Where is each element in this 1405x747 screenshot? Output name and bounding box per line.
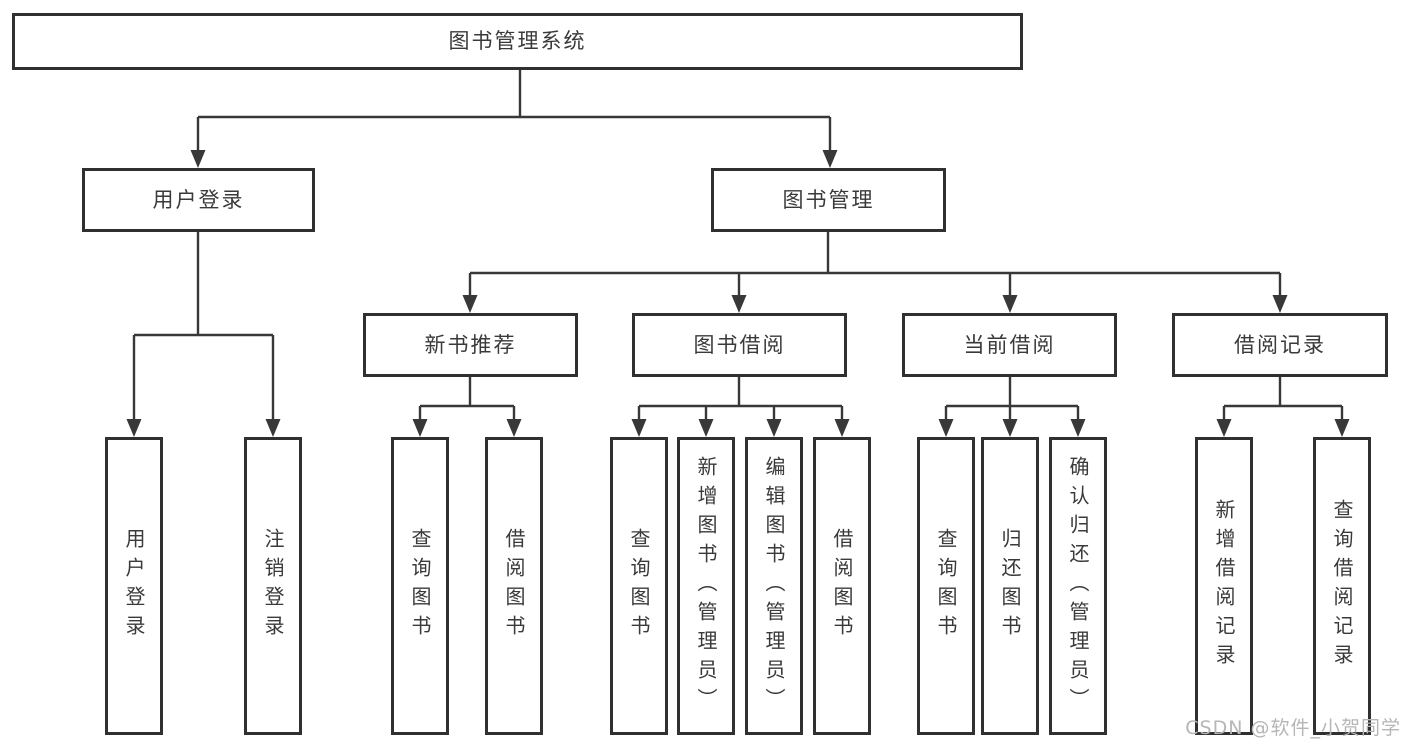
node-borrow-records-label: 借阅记录 (1234, 332, 1326, 357)
leaf-label: 归还图书 (998, 528, 1022, 644)
arrow-down-icon (938, 419, 954, 437)
leaf-label: 新增借阅记录 (1212, 499, 1236, 673)
leaf-label: 用户登录 (122, 528, 146, 644)
arrow-down-icon (1002, 295, 1018, 313)
leaf-label: 借阅图书 (830, 528, 854, 644)
leaf-label: 查询借阅记录 (1330, 499, 1354, 673)
leaf-label: 查询图书 (934, 528, 958, 644)
leaf-add-books-admin: 新增图书（管理员） (677, 437, 735, 735)
leaf-query-books-borrow: 查询图书 (610, 437, 668, 735)
arrow-down-icon (126, 419, 142, 437)
arrow-down-icon (1216, 419, 1232, 437)
leaf-confirm-return-admin: 确认归还（管理员） (1049, 437, 1107, 735)
leaf-borrow-books: 借阅图书 (813, 437, 871, 735)
leaf-logout: 注销登录 (244, 437, 302, 735)
leaf-label: 确认归还（管理员） (1066, 455, 1090, 717)
node-current-borrow: 当前借阅 (902, 313, 1117, 377)
arrow-down-icon (698, 419, 714, 437)
leaf-query-borrow-record: 查询借阅记录 (1313, 437, 1371, 735)
arrow-down-icon (265, 419, 281, 437)
arrow-down-icon (412, 419, 428, 437)
arrow-down-icon (731, 295, 747, 313)
node-new-book-recommend: 新书推荐 (363, 313, 578, 377)
arrow-down-icon (190, 150, 206, 168)
connector-new-book-junction (418, 377, 516, 421)
arrow-down-icon (1334, 419, 1350, 437)
node-book-borrow: 图书借阅 (632, 313, 847, 377)
arrow-down-icon (834, 419, 850, 437)
watermark: CSDN @软件_小贺同学 (1185, 717, 1401, 739)
leaf-label: 注销登录 (261, 528, 285, 644)
leaf-query-books-newbook: 查询图书 (391, 437, 449, 735)
node-current-borrow-label: 当前借阅 (963, 332, 1056, 357)
leaf-label: 编辑图书（管理员） (762, 455, 786, 717)
node-new-book-recommend-label: 新书推荐 (424, 332, 517, 357)
leaf-return-books: 归还图书 (981, 437, 1039, 735)
leaf-label: 新增图书（管理员） (694, 455, 718, 717)
node-user-login: 用户登录 (82, 168, 315, 232)
leaf-user-login: 用户登录 (105, 437, 163, 735)
leaf-add-borrow-record: 新增借阅记录 (1195, 437, 1253, 735)
arrow-down-icon (1070, 419, 1086, 437)
node-system-root-label: 图书管理系统 (448, 29, 587, 53)
node-book-borrow-label: 图书借阅 (693, 332, 786, 357)
arrow-down-icon (766, 419, 782, 437)
arrow-down-icon (462, 295, 478, 313)
connector-current-borrow-junction (944, 377, 1080, 421)
connector-root-junction (196, 70, 832, 151)
arrow-down-icon (506, 419, 522, 437)
leaf-label: 查询图书 (408, 528, 432, 644)
arrow-down-icon (822, 150, 838, 168)
leaf-label: 借阅图书 (502, 528, 526, 644)
node-borrow-records: 借阅记录 (1172, 313, 1388, 377)
leaf-query-books-current: 查询图书 (917, 437, 975, 735)
connector-book-borrow-junction (637, 377, 844, 421)
node-system-root: 图书管理系统 (12, 13, 1023, 70)
leaf-borrow-books-newbook: 借阅图书 (485, 437, 543, 735)
connector-user-login-junction (132, 232, 275, 421)
node-book-management-label: 图书管理 (782, 187, 875, 212)
arrow-down-icon (631, 419, 647, 437)
connector-book-management-junction (468, 232, 1282, 297)
node-user-login-label: 用户登录 (152, 187, 245, 212)
arrow-down-icon (1002, 419, 1018, 437)
arrow-down-icon (1272, 295, 1288, 313)
leaf-edit-books-admin: 编辑图书（管理员） (745, 437, 803, 735)
leaf-label: 查询图书 (627, 528, 651, 644)
connector-borrow-records-junction (1222, 377, 1344, 421)
node-book-management: 图书管理 (711, 168, 946, 232)
